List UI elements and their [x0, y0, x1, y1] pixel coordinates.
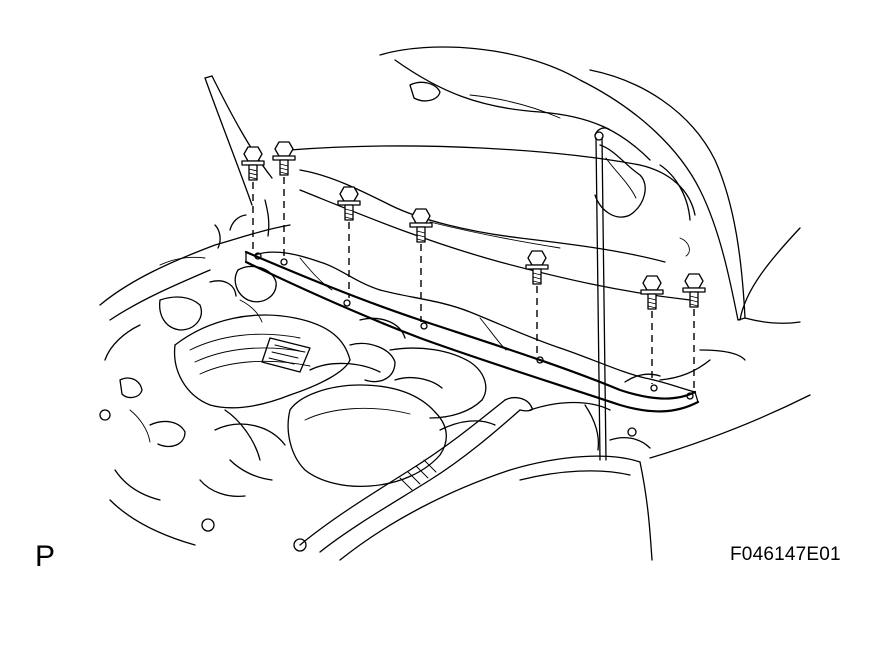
- hood-outline: [204, 46, 811, 459]
- engine-cover: [287, 347, 487, 488]
- bolt: [241, 146, 265, 181]
- hood-support-rod: [594, 131, 607, 461]
- bolt-group: [241, 141, 706, 390]
- bolt: [337, 186, 361, 221]
- bolt: [272, 141, 296, 176]
- view-label: P: [35, 540, 56, 573]
- bolt: [682, 273, 706, 308]
- cowl-top-panel: [244, 250, 700, 413]
- figure-code: F046147E01: [730, 544, 841, 565]
- bolt: [525, 250, 549, 285]
- engine-components: [99, 199, 406, 552]
- bolt: [640, 275, 664, 310]
- front-fender: [339, 349, 746, 561]
- intake-hose: [299, 397, 611, 553]
- bolt: [409, 208, 433, 243]
